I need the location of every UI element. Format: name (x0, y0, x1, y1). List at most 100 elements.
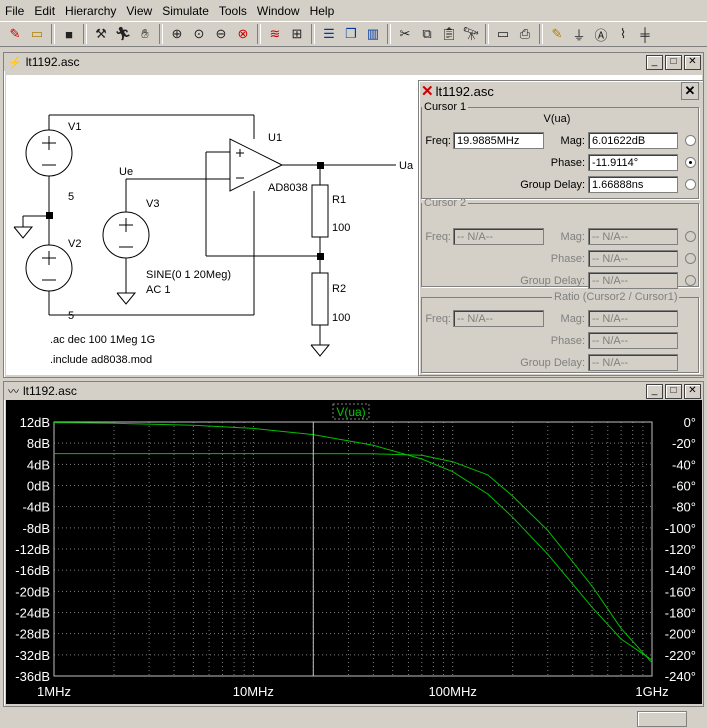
menu-simulate[interactable]: Simulate (162, 3, 209, 18)
cursor1-mag-label: Mag: (560, 135, 585, 147)
r1-value: 100 (332, 222, 350, 234)
save-icon[interactable]: ■ (65, 26, 73, 42)
paste-icon[interactable]: 📋︎ (440, 26, 458, 41)
right-axis-tick-label: -160° (665, 584, 696, 599)
cut-icon[interactable]: ✂ (399, 26, 411, 41)
minimize-button[interactable]: _ (646, 54, 663, 70)
left-axis-tick-label: -24dB (15, 606, 50, 621)
left-axis-tick-label: 8dB (27, 436, 50, 451)
cursor-dialog-title: lt1192.asc (435, 83, 494, 99)
draw-wire-icon[interactable]: ✎ (551, 26, 563, 41)
halt-icon[interactable]: ✋︎ (141, 26, 149, 41)
label-net-icon[interactable]: Ⓐ (594, 27, 608, 43)
cursor2-mag-label: Mag: (560, 231, 585, 243)
plot-titlebar: 〰 lt1192.asc _ □ ✕ (4, 382, 703, 400)
u1-label: U1 (268, 132, 282, 144)
r1-symbol (311, 184, 329, 238)
right-axis-tick-label: -80° (672, 500, 696, 515)
run-icon[interactable]: 🏃︎ (114, 26, 132, 41)
right-axis-tick-label: -140° (665, 563, 696, 578)
ltspice-logo-icon: ✕ (421, 83, 434, 100)
cursor1-mag-field[interactable]: 6.01622dB (588, 132, 678, 149)
menu-view[interactable]: View (126, 3, 153, 18)
cursor1-freq-field[interactable]: 19.9885MHz (453, 132, 544, 149)
cancel-zoom-icon[interactable]: ⊗ (237, 26, 249, 41)
menu-file[interactable]: File (5, 3, 25, 18)
v1-value: 5 (68, 191, 74, 203)
cursor1-phase-label: Phase: (550, 157, 585, 169)
series-magnitude-line (54, 453, 653, 664)
ratio-freq-field: -- N/A-- (453, 310, 544, 327)
grid-icon[interactable]: ⊞ (291, 26, 303, 41)
plot-maximize-button[interactable]: □ (665, 383, 682, 399)
tile-horizontal-icon[interactable]: ☰ (323, 26, 335, 41)
menu-edit[interactable]: Edit (34, 3, 56, 18)
find-icon[interactable]: 🔭︎ (462, 26, 480, 41)
cursor1-group-delay-field[interactable]: 1.66888ns (588, 176, 678, 193)
menu-bar: File Edit Hierarchy View Simulate Tools … (0, 0, 707, 21)
zoom-fit-icon[interactable]: ⊙ (193, 26, 205, 41)
cascade-icon[interactable]: ❐ (345, 26, 357, 41)
open-icon[interactable]: ▭ (30, 26, 44, 41)
autorange-icon[interactable]: ≋ (269, 26, 281, 41)
spice-directive-ac[interactable]: .ac dec 100 1Meg 1G (50, 334, 155, 346)
menu-window[interactable]: Window (256, 3, 300, 18)
plot-window-title: lt1192.asc (23, 384, 77, 398)
ratio-mag-label: Mag: (560, 313, 585, 325)
waveform-window-icon: 〰 (8, 386, 19, 398)
x-axis-tick-label: 1MHz (37, 684, 71, 699)
r2-value: 100 (332, 312, 350, 324)
cursor2-legend: Cursor 2 (424, 197, 467, 209)
cursor1-mag-radio[interactable] (685, 135, 696, 146)
control-panel-icon[interactable]: ⚒ (95, 26, 107, 41)
cursor2-mag-radio (685, 231, 696, 242)
trace-title-box (332, 403, 370, 420)
close-button[interactable]: ✕ (684, 54, 701, 70)
menu-tools[interactable]: Tools (218, 3, 247, 18)
cursor1-phase-field[interactable]: -11.9114° (588, 154, 678, 171)
copy-icon[interactable]: ⧉ (422, 26, 432, 41)
plot-close-button[interactable]: ✕ (684, 383, 701, 399)
spice-directive-include[interactable]: .include ad8038.mod (50, 354, 152, 366)
ratio-group: Ratio (Cursor2 / Cursor1) (421, 291, 699, 373)
cursor1-group-delay-label: Group Delay: (520, 179, 585, 191)
zoom-in-icon[interactable]: ⊕ (171, 26, 183, 41)
cursor2-group: Cursor 2 (421, 197, 699, 287)
zoom-out-icon[interactable]: ⊖ (215, 26, 227, 41)
left-axis-tick-label: -8dB (23, 521, 50, 536)
cursor1-phase-radio[interactable] (685, 157, 696, 168)
left-axis-tick-label: 12dB (20, 415, 50, 430)
dialog-close-button[interactable]: ✕ (681, 82, 699, 100)
plot-minimize-button[interactable]: _ (646, 383, 663, 399)
maximize-button[interactable]: □ (665, 54, 682, 70)
cursor2-phase-label: Phase: (550, 253, 585, 265)
cursor2-phase-field: -- N/A-- (588, 250, 678, 267)
tile-vertical-icon[interactable]: ▥ (366, 26, 380, 41)
cursor1-group-delay-radio[interactable] (685, 179, 696, 190)
v3-value-ac: AC 1 (146, 284, 170, 296)
print-preview-icon[interactable]: ▭ (496, 26, 510, 41)
right-axis-tick-label: -60° (672, 479, 696, 494)
right-axis-tick-label: -100° (665, 521, 696, 536)
menu-help[interactable]: Help (309, 3, 335, 18)
right-axis-tick-label: -240° (665, 669, 696, 684)
menu-hierarchy[interactable]: Hierarchy (65, 3, 117, 18)
plot-frame (53, 421, 653, 677)
ground-icon[interactable]: ⏚ (572, 27, 586, 43)
cursor2-group-delay-field: -- N/A-- (588, 272, 678, 289)
cursor2-group-delay-label: Group Delay: (520, 275, 585, 287)
right-axis-tick-label: -180° (665, 606, 696, 621)
right-axis-tick-label: -200° (665, 627, 696, 642)
resistor-icon[interactable]: ⌇ (619, 26, 627, 41)
r1-label: R1 (332, 194, 346, 206)
right-axis-tick-label: -220° (665, 648, 696, 663)
v3-label: V3 (146, 198, 159, 210)
right-axis-tick-label: -20° (672, 436, 696, 451)
print-icon[interactable]: ⎙ (519, 26, 531, 41)
new-schematic-icon[interactable]: ✎ (9, 26, 21, 41)
capacitor-icon[interactable]: ╪ (640, 26, 650, 42)
ratio-freq-label: Freq: (425, 313, 451, 325)
v1-label: V1 (68, 121, 81, 133)
cursor2-mag-field: -- N/A-- (588, 228, 678, 245)
